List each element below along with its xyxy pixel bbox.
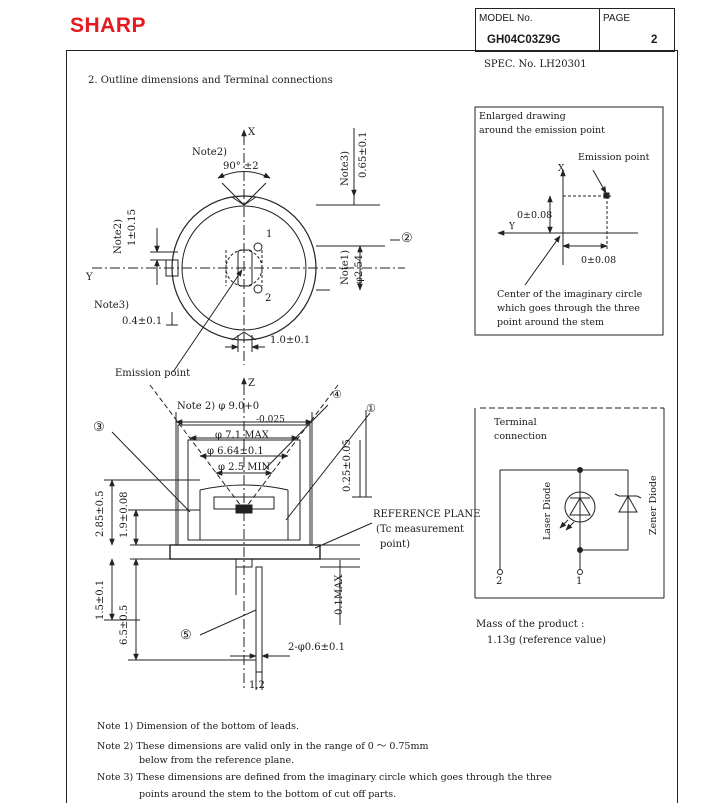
enlarged-y-label: Y (509, 222, 515, 232)
left-note3-label: Note3) (94, 300, 129, 311)
pin-1-label: 1 (266, 229, 273, 240)
top-y-axis-label: Y (86, 272, 93, 283)
note2-phi-dim: Note 2) φ 9.0+0 (177, 401, 260, 412)
terminal-title-2: connection (494, 431, 547, 442)
center-desc-2: which goes through the three (497, 303, 640, 314)
pin-2 (253, 284, 263, 294)
enlarged-dim-y: 0±0.08 (517, 210, 553, 221)
page-frame (66, 50, 678, 803)
dim-01max: 0.1MAX (334, 574, 345, 615)
part-5-marker: ⑤ (180, 628, 192, 643)
inner-circle (181, 205, 307, 331)
pins-label: 1,2 (249, 680, 265, 691)
part-1-marker: ① (366, 402, 376, 415)
model-label: MODEL No. (479, 13, 533, 24)
spec-number: SPEC. No. LH20301 (484, 59, 587, 70)
page-value: 2 (651, 34, 658, 46)
reference-plane-label: REFERENCE PLANE (373, 509, 481, 520)
terminal-pin-2: 2 (496, 576, 503, 587)
pin-1 (253, 242, 263, 252)
side-view (104, 377, 373, 690)
center-desc-1: Center of the imaginary circle (497, 289, 643, 300)
tc-point-line-1: (Tc measurement (376, 524, 465, 535)
note1-label: Note1) (340, 250, 351, 285)
model-page-box (475, 8, 675, 52)
center-desc-3: point around the stem (497, 317, 604, 328)
part-2-marker: ② (401, 231, 413, 246)
section-title: 2. Outline dimensions and Terminal conne… (88, 75, 333, 86)
page-label: PAGE (603, 13, 631, 24)
zener-diode-symbol (618, 494, 638, 513)
dim-285: 2.85±0.5 (95, 490, 106, 537)
sharp-logo: SHARP (70, 14, 147, 37)
part-4-marker: ④ (332, 388, 342, 401)
outer-circle (171, 195, 317, 341)
angle-dim: 90° ±2 (223, 161, 259, 172)
emission-point-label: Emission point (115, 368, 191, 379)
dim-15: 1.5±0.1 (95, 579, 106, 620)
reference-plane (169, 544, 321, 560)
dim-04: 0.4±0.1 (122, 316, 163, 327)
pin-2-label: 2 (265, 293, 272, 304)
z-axis-label: Z (248, 378, 255, 389)
lead-pins (255, 566, 263, 673)
note-3-cont: points around the stem to the bottom of … (139, 789, 397, 800)
part-3-marker: ③ (93, 420, 105, 435)
terminal-pin-1: 1 (576, 576, 583, 587)
top-note3-label: Note3) (340, 151, 351, 186)
dim-19: 1.9±0.08 (119, 491, 130, 538)
dim-025: 0.25±0.05 (342, 439, 353, 492)
terminal-title-1: Terminal (494, 417, 537, 428)
note-1: Note 1) Dimension of the bottom of leads… (97, 721, 300, 732)
dim-065: 0.65±0.1 (358, 131, 369, 178)
zener-diode-label: Zener Diode (648, 475, 659, 535)
enlarged-title-2: around the emission point (479, 125, 605, 136)
phi-71-dim: φ 7.1 MAX (215, 430, 269, 441)
left-note2-label: Note2) (113, 219, 124, 254)
dim-65: 6.5±0.5 (119, 604, 130, 645)
top-note2-label: Note2) (192, 147, 227, 158)
enlarged-box (474, 106, 664, 336)
enlarged-emission-label: Emission point (578, 152, 650, 163)
mass-value: 1.13g (reference value) (487, 635, 606, 646)
dim-10: 1.0±0.1 (270, 335, 311, 346)
model-value: GH04C03Z9G (487, 34, 561, 46)
top-x-axis-label: X (248, 127, 256, 138)
dim-phi254: φ2.54 (354, 254, 365, 284)
top-view (92, 128, 405, 373)
note-3: Note 3) These dimensions are defined fro… (97, 772, 552, 783)
tc-point-line-2: point) (380, 539, 410, 550)
mass-label: Mass of the product : (476, 619, 585, 630)
tolerance-dim: -0.025 (256, 415, 285, 425)
enlarged-x-label: X (558, 164, 565, 174)
phi-664-dim: φ 6.64±0.1 (207, 446, 264, 457)
enlarged-title-1: Enlarged drawing (479, 111, 566, 122)
header-divider (599, 8, 600, 50)
phi-25-dim: φ 2.5 MIN (218, 462, 271, 473)
laser-diode-label: Laser Diode (542, 481, 553, 540)
pins-dim: 2-φ0.6±0.1 (288, 642, 345, 653)
dim-1-015: 1±0.15 (127, 208, 138, 246)
note-2: Note 2) These dimensions are valid only … (97, 741, 429, 752)
laser-diode-symbol (564, 491, 596, 523)
enlarged-dim-x: 0±0.08 (581, 255, 617, 266)
note-2-cont: below from the reference plane. (139, 755, 295, 766)
